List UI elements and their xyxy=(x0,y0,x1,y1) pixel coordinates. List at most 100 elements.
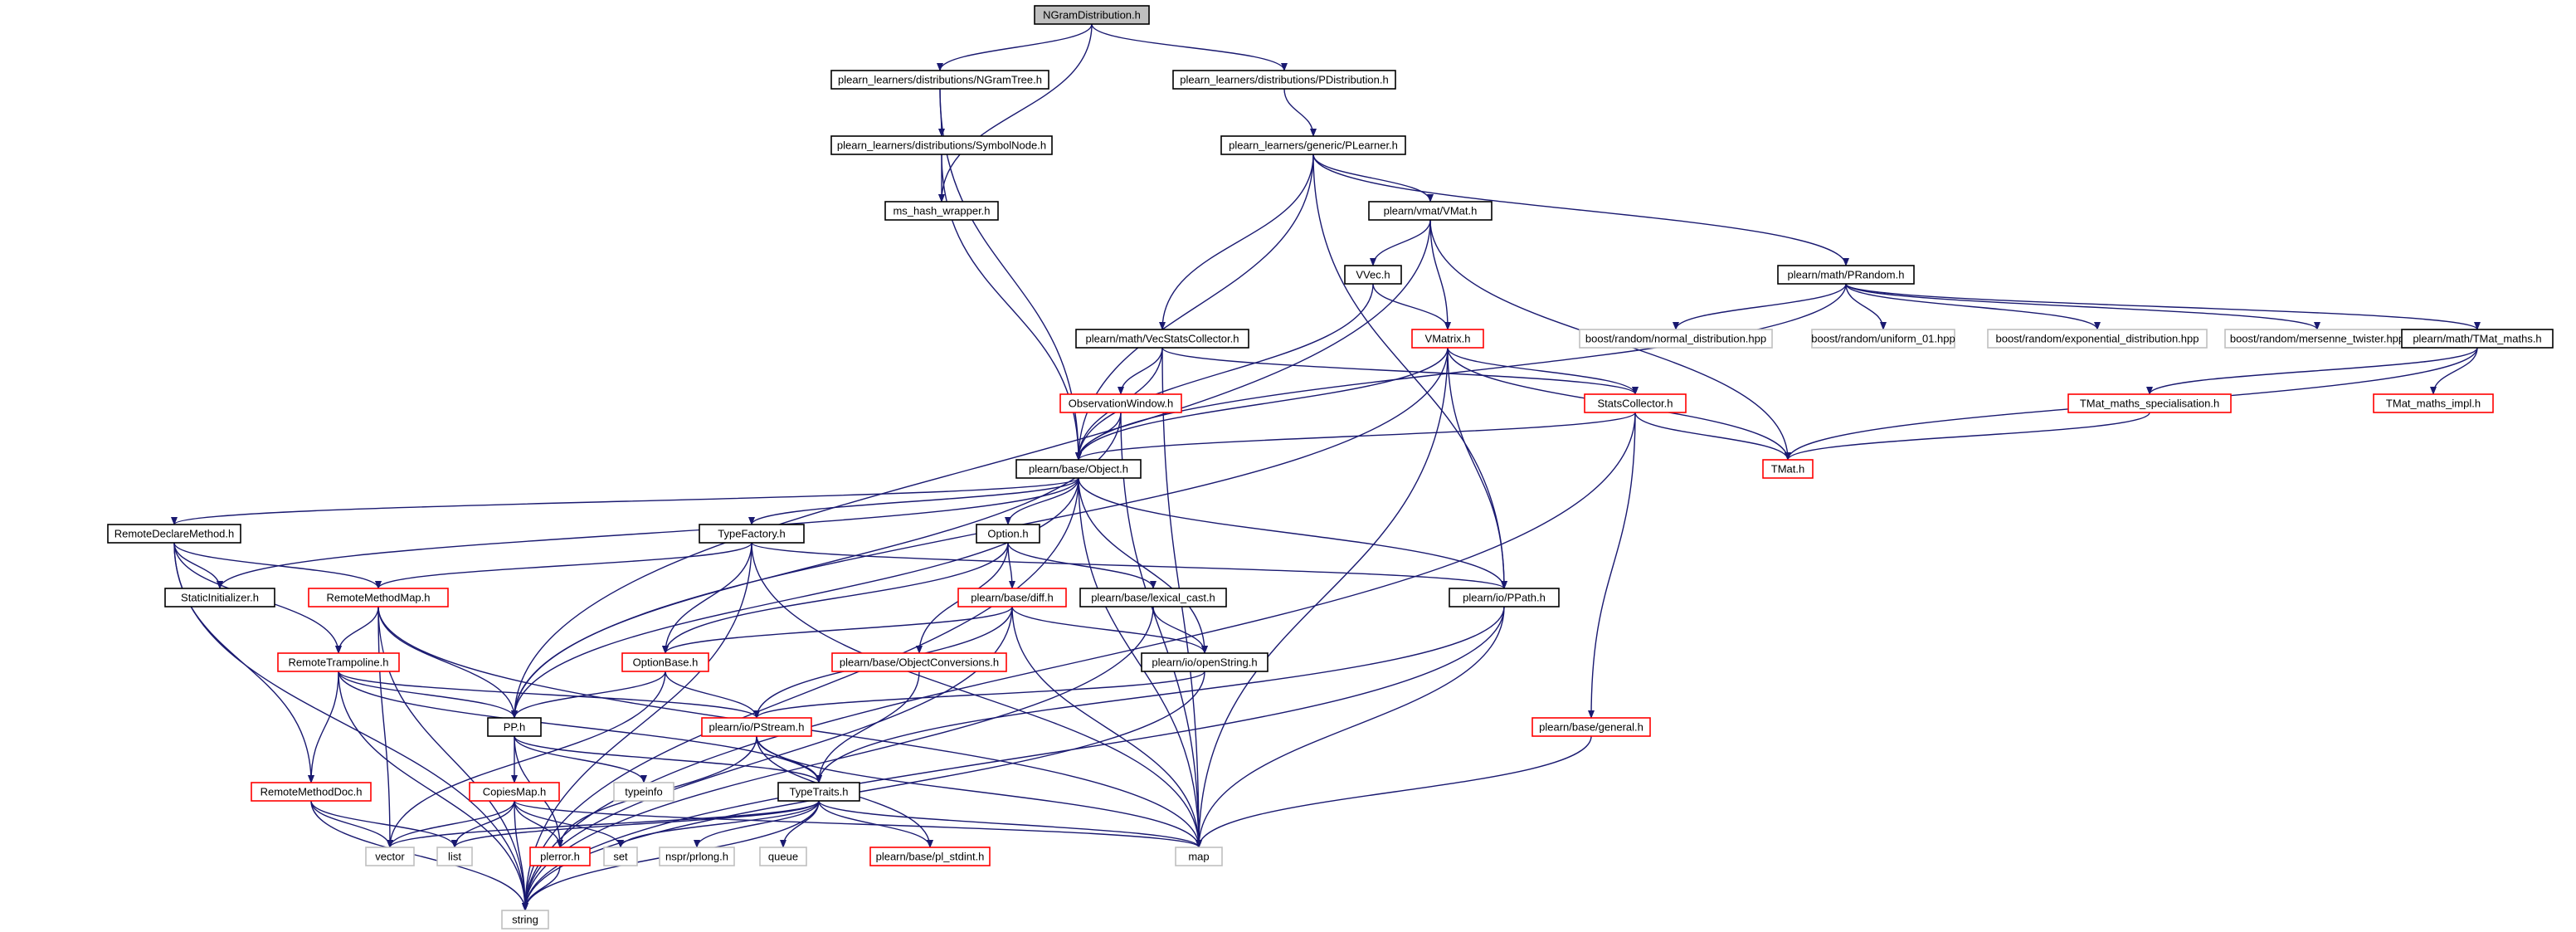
node-n27[interactable]: plearn/base/diff.h xyxy=(957,588,1067,608)
node-n16[interactable]: ObservationWindow.h xyxy=(1059,393,1182,413)
node-n21[interactable]: TMat.h xyxy=(1762,459,1814,479)
node-n39[interactable]: CopiesMap.h xyxy=(469,782,560,802)
node-n31[interactable]: plearn/base/ObjectConversions.h xyxy=(831,652,1007,672)
node-label: typeinfo xyxy=(625,786,663,798)
node-n6[interactable]: plearn/vmat/VMat.h xyxy=(1368,201,1493,221)
node-label: plearn/io/openString.h xyxy=(1152,656,1257,669)
node-box xyxy=(830,70,1049,90)
node-n15[interactable]: plearn/math/TMat_maths.h xyxy=(2401,329,2554,349)
node-n40[interactable]: TypeTraits.h xyxy=(777,782,860,802)
node-n45: nspr/prlong.h xyxy=(659,847,735,866)
node-n7[interactable]: VVec.h xyxy=(1344,265,1402,285)
node-n34[interactable]: PP.h xyxy=(487,717,542,737)
edge-n34-n37 xyxy=(514,735,647,783)
node-n18[interactable]: TMat_maths_specialisation.h xyxy=(2067,393,2232,413)
node-n23[interactable]: TypeFactory.h xyxy=(699,524,805,544)
edge-n24-n27 xyxy=(1007,542,1015,589)
node-n22[interactable]: RemoteDeclareMethod.h xyxy=(107,524,241,544)
edge-n31-n40 xyxy=(816,671,920,783)
node-n35[interactable]: plearn/io/PStream.h xyxy=(701,717,812,737)
node-label: TypeTraits.h xyxy=(789,786,848,798)
node-box xyxy=(164,588,275,608)
node-n5[interactable]: plearn_learners/generic/PLearner.h xyxy=(1220,135,1406,155)
node-box xyxy=(869,847,991,866)
node-n47[interactable]: plearn/base/pl_stdint.h xyxy=(869,847,991,866)
node-n0[interactable]: NGramDistribution.h xyxy=(1034,5,1150,25)
edge-n29-n48 xyxy=(1195,606,1505,848)
node-label: RemoteTrampoline.h xyxy=(289,656,389,669)
edge-n30-n35 xyxy=(338,671,760,719)
node-n1[interactable]: plearn_learners/distributions/NGramTree.… xyxy=(830,70,1049,90)
edge-n9-n16 xyxy=(1118,347,1163,395)
node-n25[interactable]: StaticInitializer.h xyxy=(164,588,275,608)
edge-n0-n4 xyxy=(938,23,1093,203)
node-box xyxy=(1059,393,1182,413)
edge-n0-n2 xyxy=(1091,23,1288,71)
node-box xyxy=(1531,717,1651,737)
node-n24[interactable]: Option.h xyxy=(976,524,1040,544)
edge-n30-n34 xyxy=(338,671,518,719)
node-n20[interactable]: plearn/base/Object.h xyxy=(1015,459,1142,479)
node-n10[interactable]: VMatrix.h xyxy=(1411,329,1484,349)
edge-n39-n49 xyxy=(514,800,528,911)
node-box xyxy=(830,135,1053,155)
node-label: plearn/base/ObjectConversions.h xyxy=(840,656,999,669)
node-n43[interactable]: plerror.h xyxy=(529,847,591,866)
edge-n6-n34 xyxy=(511,219,1431,719)
node-n3[interactable]: plearn_learners/distributions/SymbolNode… xyxy=(830,135,1053,155)
edge-n23-n32 xyxy=(662,542,752,654)
edge-n40-n42 xyxy=(451,800,820,848)
node-n19[interactable]: TMat_maths_impl.h xyxy=(2373,393,2494,413)
edge-n8-n20 xyxy=(1075,283,1847,461)
edge-n5-n9 xyxy=(1159,154,1314,330)
edge-n10-n17 xyxy=(1447,347,1639,395)
edge-n26-n41 xyxy=(377,606,393,848)
node-box xyxy=(436,847,473,866)
node-box xyxy=(1220,135,1406,155)
node-n2[interactable]: plearn_learners/distributions/PDistribut… xyxy=(1172,70,1396,90)
node-label: plearn/math/PRandom.h xyxy=(1788,269,1905,281)
edge-n5-n8 xyxy=(1312,154,1849,266)
node-n36[interactable]: plearn/base/general.h xyxy=(1531,717,1651,737)
node-box xyxy=(777,782,860,802)
edge-n20-n29 xyxy=(1078,477,1507,589)
node-n30[interactable]: RemoteTrampoline.h xyxy=(277,652,400,672)
node-n38[interactable]: RemoteMethodDoc.h xyxy=(251,782,372,802)
edge-n8-n13 xyxy=(1845,283,2101,330)
node-label: plearn_learners/distributions/SymbolNode… xyxy=(837,139,1046,152)
node-box xyxy=(2401,329,2554,349)
node-n9[interactable]: plearn/math/VecStatsCollector.h xyxy=(1075,329,1249,349)
node-n46: queue xyxy=(759,847,807,866)
edge-n8-n14 xyxy=(1845,283,2320,330)
node-box xyxy=(659,847,735,866)
node-n33[interactable]: plearn/io/openString.h xyxy=(1141,652,1269,672)
node-n49: string xyxy=(501,910,549,930)
node-box xyxy=(1079,588,1227,608)
edge-n6-n10 xyxy=(1429,219,1451,330)
node-n28[interactable]: plearn/base/lexical_cast.h xyxy=(1079,588,1227,608)
node-n17[interactable]: StatsCollector.h xyxy=(1584,393,1687,413)
node-box xyxy=(487,717,542,737)
node-box xyxy=(884,201,999,221)
node-n29[interactable]: plearn/io/PPath.h xyxy=(1449,588,1560,608)
node-box xyxy=(1368,201,1493,221)
node-label: PP.h xyxy=(504,721,526,734)
node-n42: list xyxy=(436,847,473,866)
node-n26[interactable]: RemoteMethodMap.h xyxy=(308,588,449,608)
node-label: StatsCollector.h xyxy=(1597,398,1673,410)
edge-n34-n40 xyxy=(514,735,822,783)
node-n32[interactable]: OptionBase.h xyxy=(621,652,709,672)
edge-n7-n20 xyxy=(1075,283,1374,461)
edge-n26-n30 xyxy=(335,606,379,654)
node-n8[interactable]: plearn/math/PRandom.h xyxy=(1777,265,1915,285)
edge-n40-n47 xyxy=(818,800,933,848)
edge-n18-n21 xyxy=(1785,412,2150,461)
node-label: list xyxy=(448,851,461,863)
node-box xyxy=(603,847,638,866)
node-box xyxy=(501,910,549,930)
node-label: RemoteMethodMap.h xyxy=(326,592,430,604)
node-n4[interactable]: ms_hash_wrapper.h xyxy=(884,201,999,221)
node-box xyxy=(308,588,449,608)
edge-n43-n49 xyxy=(522,865,561,911)
